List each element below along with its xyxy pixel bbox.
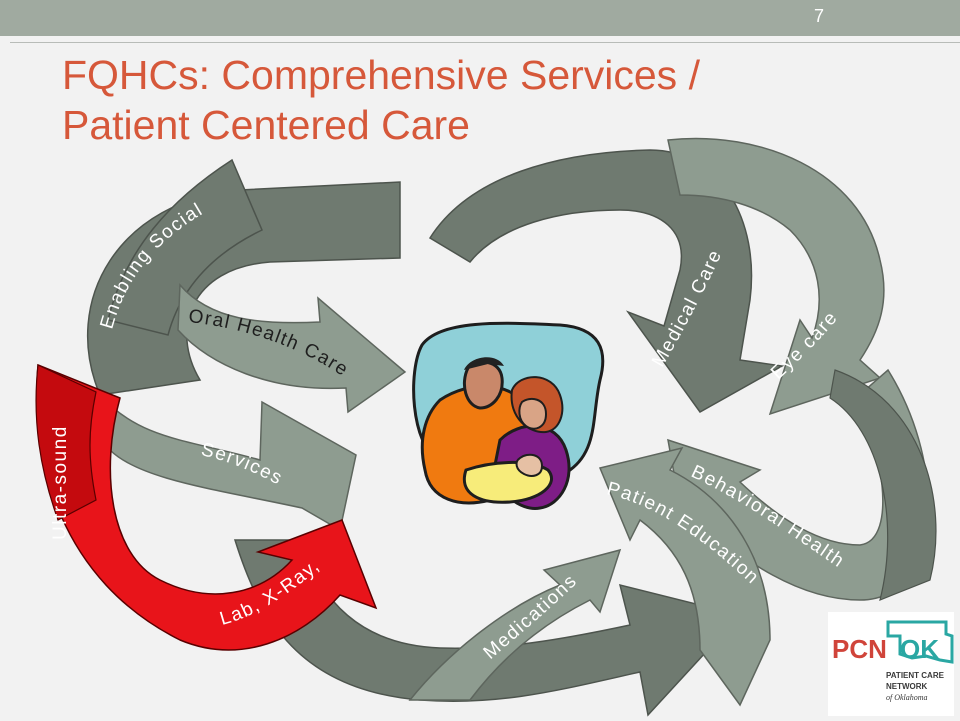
baby-head-shape	[515, 453, 544, 477]
top-divider	[10, 42, 960, 43]
top-bar	[0, 0, 960, 36]
logo-line-2: NETWORK	[886, 682, 928, 691]
patient-education-arrow	[598, 446, 771, 707]
oral-health-arrow	[177, 283, 407, 414]
logo-pcn-text: PCN	[832, 634, 887, 664]
mother-face-shape	[518, 397, 548, 430]
pcnok-logo: PCN OK PATIENT CARE NETWORK of Oklahoma	[828, 612, 954, 716]
family-illustration	[412, 321, 605, 510]
ultrasound-band	[35, 364, 97, 521]
title-line-2: Patient Centered Care	[62, 102, 470, 148]
eye-care-arrow	[667, 137, 885, 416]
medications-arrow	[408, 548, 622, 701]
pcnok-logo-graphic: PCN OK PATIENT CARE NETWORK of Oklahoma	[832, 620, 954, 702]
title-line-1: FQHCs: Comprehensive Services /	[62, 52, 700, 98]
slide-title: FQHCs: Comprehensive Services / Patient …	[62, 50, 822, 150]
oklahoma-outline-icon	[886, 620, 954, 664]
lab-xray-arrow	[36, 363, 378, 651]
logo-ok-text: OK	[900, 634, 939, 664]
bottom-loop-arrow	[233, 539, 742, 717]
father-hair-shape	[464, 357, 504, 370]
logo-line-1: PATIENT CARE	[886, 671, 945, 680]
father-head-shape	[463, 360, 504, 410]
behavioral-health-band	[829, 369, 937, 601]
logo-line-3: of Oklahoma	[886, 693, 928, 702]
slide-number: 7	[813, 6, 824, 26]
medical-care-arrow	[428, 149, 785, 413]
ultrasound-text: Ultra-sound	[50, 425, 70, 540]
ultrasound-label: Ultra-sound	[50, 425, 71, 540]
